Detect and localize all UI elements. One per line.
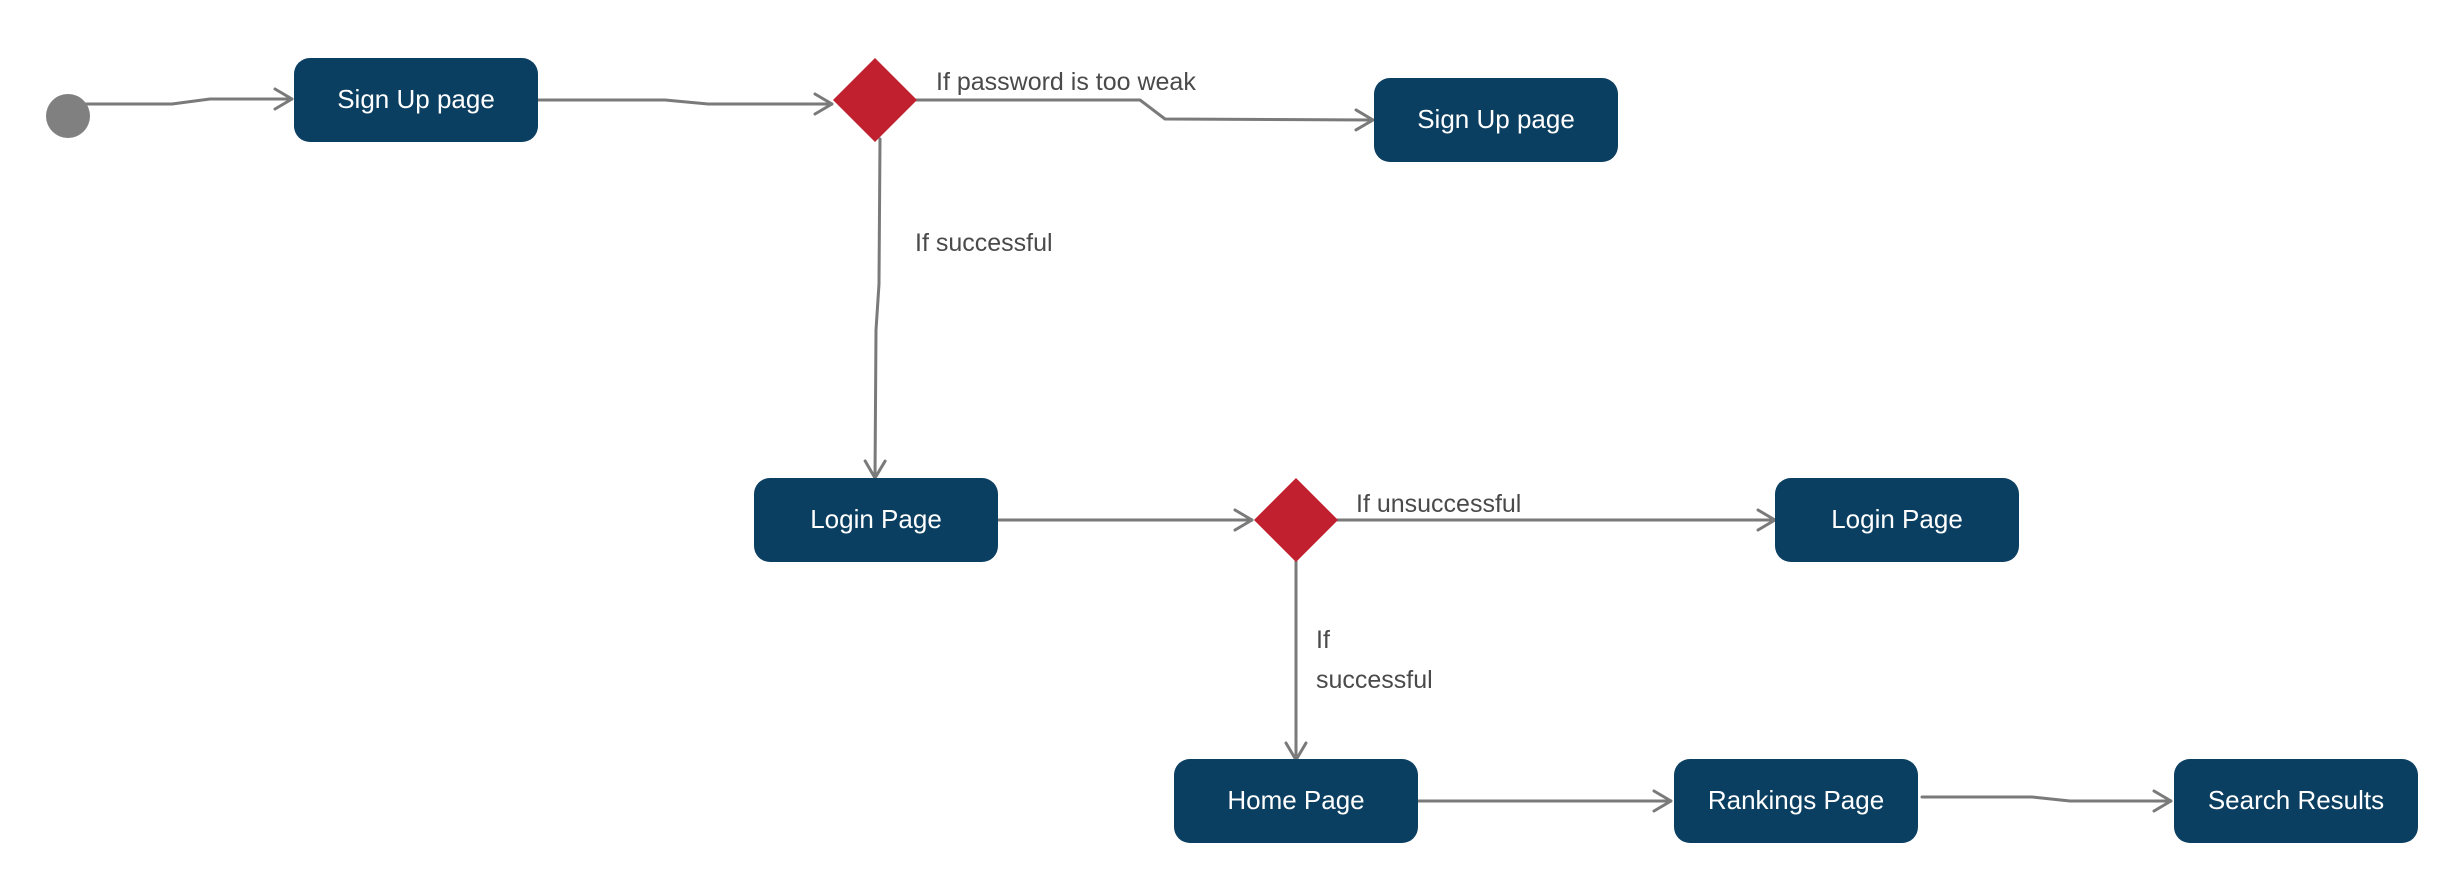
- state-node-signup-retry: Sign Up page: [1374, 78, 1618, 162]
- edge-decision1-to-login: [875, 137, 880, 480]
- state-node-label: Rankings Page: [1708, 785, 1884, 815]
- state-node-home: Home Page: [1174, 759, 1418, 843]
- edge-label-login-unsuccessful: If unsuccessful: [1356, 490, 1521, 518]
- state-node-label: Login Page: [810, 504, 942, 534]
- state-node-login: Login Page: [754, 478, 998, 562]
- edge-label-signup-success: If successful: [915, 229, 1053, 257]
- edge-decision1-to-signup-retry: [914, 98, 1375, 120]
- state-node-rankings: Rankings Page: [1674, 759, 1918, 843]
- state-node-search-results: Search Results: [2174, 759, 2418, 843]
- edge-label-weak-password: If password is too weak: [936, 68, 1196, 96]
- edge-label-login-success-line2: successful: [1316, 666, 1433, 694]
- edge-start-to-signup: [84, 99, 294, 104]
- edge-rankings-to-search: [1920, 797, 2173, 801]
- edge-label-login-success-line1: If: [1316, 626, 1330, 654]
- state-node-login-retry: Login Page: [1775, 478, 2019, 562]
- state-node-label: Login Page: [1831, 504, 1963, 534]
- state-node-label: Sign Up page: [1417, 104, 1575, 134]
- state-node-label: Search Results: [2208, 785, 2384, 815]
- state-node-signup: Sign Up page: [294, 58, 538, 142]
- state-node-label: Home Page: [1227, 785, 1364, 815]
- decision-node-password-check: [833, 58, 917, 142]
- edge-signup-to-decision1: [535, 100, 834, 104]
- state-node-label: Sign Up page: [337, 84, 495, 114]
- initial-node: [46, 94, 90, 138]
- decision-node-login-check: [1254, 478, 1338, 562]
